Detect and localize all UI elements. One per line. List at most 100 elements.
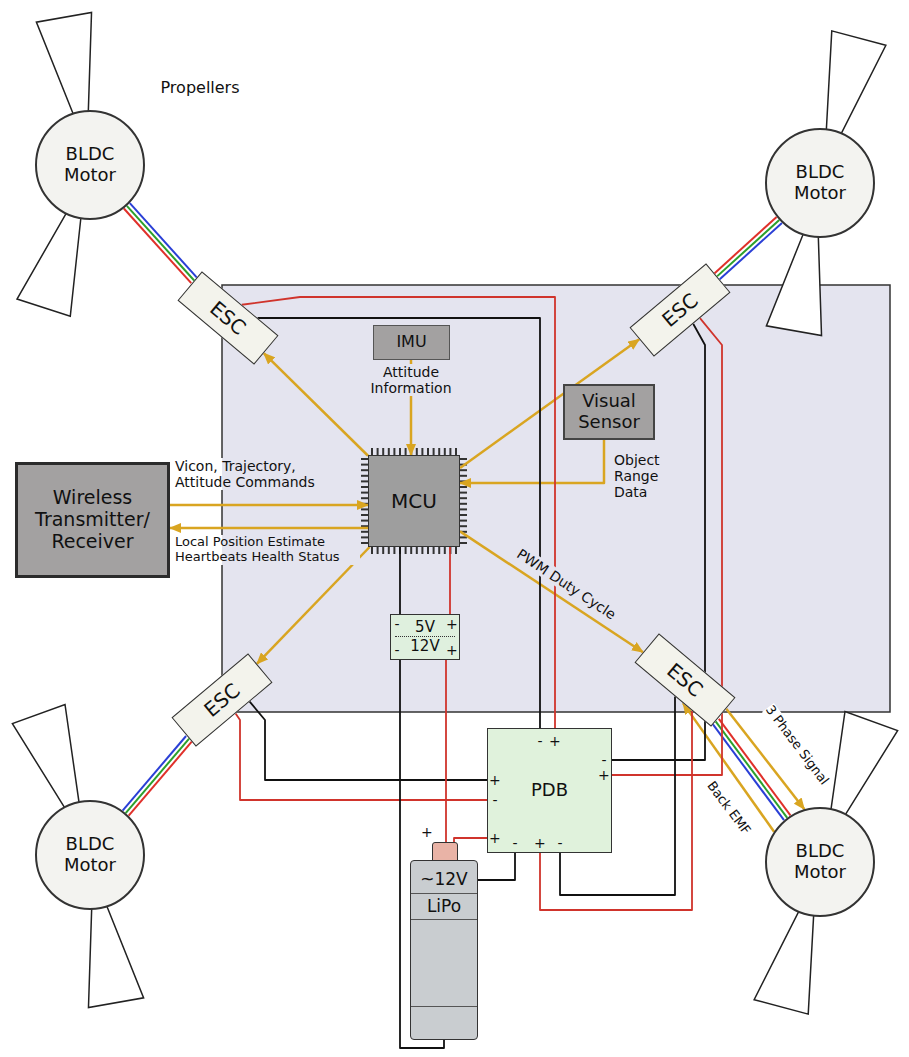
chip-pin xyxy=(388,547,390,554)
edge-label: Vicon, Trajectory, Attitude Commands xyxy=(175,458,355,490)
chip-pin xyxy=(410,547,412,554)
terminal-sign: - xyxy=(558,836,563,850)
propeller-blade xyxy=(754,908,814,1014)
label-text: Propellers xyxy=(161,78,240,97)
label-text: - xyxy=(558,835,563,851)
chip-pin xyxy=(421,448,423,455)
propeller-blade xyxy=(88,903,143,1008)
chip-pin xyxy=(460,525,467,527)
signal-label: Back EMF xyxy=(704,778,754,837)
power-wire xyxy=(454,838,487,842)
power-wire xyxy=(400,547,401,614)
edge-label: Object Range Data xyxy=(614,452,676,500)
chip-pin xyxy=(460,497,467,499)
terminal-sign: - xyxy=(513,836,518,850)
esc-box: ESC xyxy=(177,271,278,364)
power-wire xyxy=(250,702,487,780)
chip-pin xyxy=(393,547,395,554)
chip-pin xyxy=(449,448,451,455)
wire-line xyxy=(445,660,447,842)
phase-wires xyxy=(124,203,197,283)
terminal-sign: - xyxy=(538,734,543,748)
chip-pin xyxy=(361,508,368,510)
chip-pin xyxy=(361,520,368,522)
terminal-sign: - xyxy=(395,617,400,631)
chip-pin xyxy=(460,542,467,544)
chip-pin xyxy=(361,469,368,471)
esc-box: ESC xyxy=(171,653,272,746)
terminal-sign: + xyxy=(489,831,501,845)
signal-arrow xyxy=(170,528,368,529)
wire-line xyxy=(454,838,487,842)
chip-pin xyxy=(361,497,368,499)
phase-wire xyxy=(124,209,191,284)
signal-label: Local Position Estimate Heartbeats Healt… xyxy=(175,534,340,564)
chip-pin xyxy=(361,531,368,533)
label-text: - xyxy=(538,733,543,749)
terminal-sign: - xyxy=(395,643,400,657)
chip-pin xyxy=(460,475,467,477)
wire-line xyxy=(242,297,555,728)
chip-pins xyxy=(361,448,467,554)
arrow-line xyxy=(460,440,604,483)
arrow-line xyxy=(460,531,643,652)
wire-line xyxy=(258,318,540,728)
node-text: BLDC Motor xyxy=(777,162,863,203)
node-text: IMU xyxy=(396,333,426,351)
chip-pin xyxy=(427,448,429,455)
chip-pin xyxy=(460,492,467,494)
chip-pin xyxy=(361,536,368,538)
phase-wires xyxy=(123,736,193,816)
chip-pin xyxy=(460,508,467,510)
propeller-blade xyxy=(36,12,91,117)
part-label: Propellers xyxy=(161,80,240,96)
terminal-sign: - xyxy=(493,793,498,807)
chip-pin xyxy=(455,547,457,554)
esc-box: ESC xyxy=(634,633,735,726)
power-wire xyxy=(242,297,555,728)
phase-wire xyxy=(123,736,186,811)
chip-pin xyxy=(361,492,368,494)
terminal-sign: + xyxy=(446,643,458,657)
label-text: - xyxy=(395,642,400,658)
power-wire xyxy=(258,318,540,728)
signal-label: 3 Phase Signal xyxy=(762,702,831,787)
chip-pin xyxy=(416,448,418,455)
chip-pin xyxy=(444,547,446,554)
bldc-motor: BLDC Motor xyxy=(35,800,145,910)
chip-pin xyxy=(382,448,384,455)
terminal-sign: + xyxy=(534,836,546,850)
terminal-sign: + xyxy=(446,617,458,631)
label-text: - xyxy=(493,792,498,808)
chip-pin xyxy=(438,547,440,554)
terminal-sign: + xyxy=(598,768,610,782)
signal-label: Vicon, Trajectory, Attitude Commands xyxy=(175,458,315,490)
label-text: + xyxy=(446,642,458,658)
phase-wire xyxy=(717,220,779,276)
node-text: Visual Sensor xyxy=(569,391,649,432)
propeller-blade xyxy=(826,31,886,137)
terminal-sign: + xyxy=(549,734,561,748)
chip-pin xyxy=(460,503,467,505)
propeller-blade xyxy=(17,210,81,316)
chip-pin xyxy=(460,469,467,471)
chip-pin xyxy=(393,448,395,455)
terminal-sign: - xyxy=(602,753,607,767)
signal-arrow xyxy=(460,440,604,483)
power-wire xyxy=(478,853,515,880)
power-wire xyxy=(446,660,447,842)
chip-pin xyxy=(361,480,368,482)
label-text: + xyxy=(421,824,433,840)
node-text: PDB xyxy=(531,780,568,801)
propeller-blade xyxy=(831,711,898,817)
label-text: - xyxy=(602,752,607,768)
node-text: Wireless Transmitter/ Receiver xyxy=(22,487,163,553)
label-text: + xyxy=(534,835,546,851)
edge-label: Local Position Estimate Heartbeats Healt… xyxy=(175,535,360,565)
chip-pin xyxy=(433,448,435,455)
chip-pin xyxy=(361,542,368,544)
chip-pin xyxy=(433,547,435,554)
propeller-blade xyxy=(12,704,79,810)
terminal-sign: + xyxy=(421,825,433,839)
chip-pin xyxy=(377,547,379,554)
